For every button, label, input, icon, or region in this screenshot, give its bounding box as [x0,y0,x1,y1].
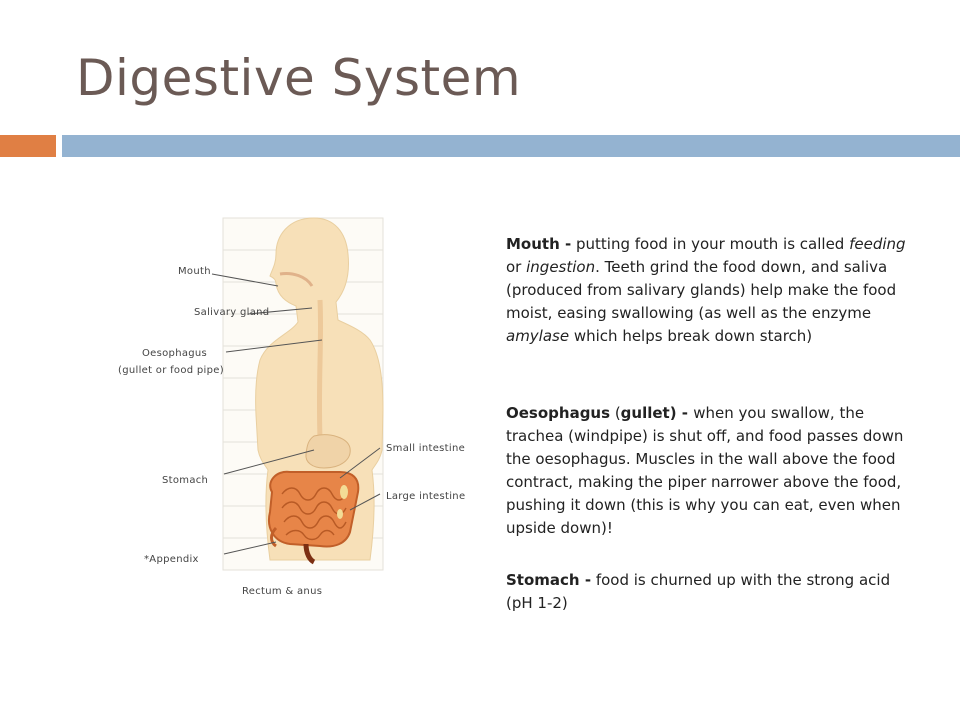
digestive-system-diagram: Mouth Salivary gland Oesophagus (gullet … [100,210,480,610]
label-oesophagus-sub: (gullet or food pipe) [118,365,224,376]
label-salivary-gland: Salivary gland [194,307,270,318]
title-accent-bar-blue [62,135,960,157]
mouth-region [279,272,314,287]
term-gullet: gullet [620,404,670,422]
rectum-organ [303,543,316,565]
mouth-em-ingestion: ingestion [526,258,596,276]
label-oesophagus: Oesophagus [142,348,208,359]
label-leader-lines [211,273,381,555]
mouth-text-3: . Teeth grind the food down, and saliva … [506,258,897,322]
mouth-text-1: putting food in your mouth is called [571,235,850,253]
oesophagus-text-3: when you swallow, the trachea (windpipe)… [506,404,904,537]
paragraph-oesophagus: Oesophagus (gullet) - when you swallow, … [506,402,906,540]
title-accent-bar-orange [0,135,56,157]
mouth-em-amylase: amylase [506,327,570,345]
mouth-text-4: which helps break down starch) [569,327,813,345]
stomach-organ [305,434,351,469]
label-stomach: Stomach [162,475,209,486]
appendix-organ [270,526,278,548]
label-large-intestine: Large intestine [386,491,466,502]
digestive-illustration [211,217,384,571]
paragraph-mouth: Mouth - putting food in your mouth is ca… [506,233,906,348]
label-mouth: Mouth [178,266,211,277]
term-mouth: Mouth - [506,235,572,253]
paragraph-stomach: Stomach - food is churned up with the st… [506,569,906,615]
term-oesophagus: Oesophagus [506,404,611,422]
oesophagus-text-1: ( [610,404,621,422]
oesophagus-tube [316,299,324,439]
term-stomach: Stomach - [506,571,592,589]
label-small-intestine: Small intestine [386,443,466,454]
mouth-em-feeding: feeding [849,235,906,253]
label-rectum-anus: Rectum & anus [242,586,323,597]
label-appendix: *Appendix [144,554,199,565]
mouth-text-2: or [506,258,527,276]
slide-title: Digestive System [76,49,522,107]
stomach-text-1: food is churned up with the strong acid … [506,571,891,612]
oesophagus-text-2: ) - [669,404,694,422]
large-intestine [268,470,360,548]
small-intestine [281,487,347,541]
